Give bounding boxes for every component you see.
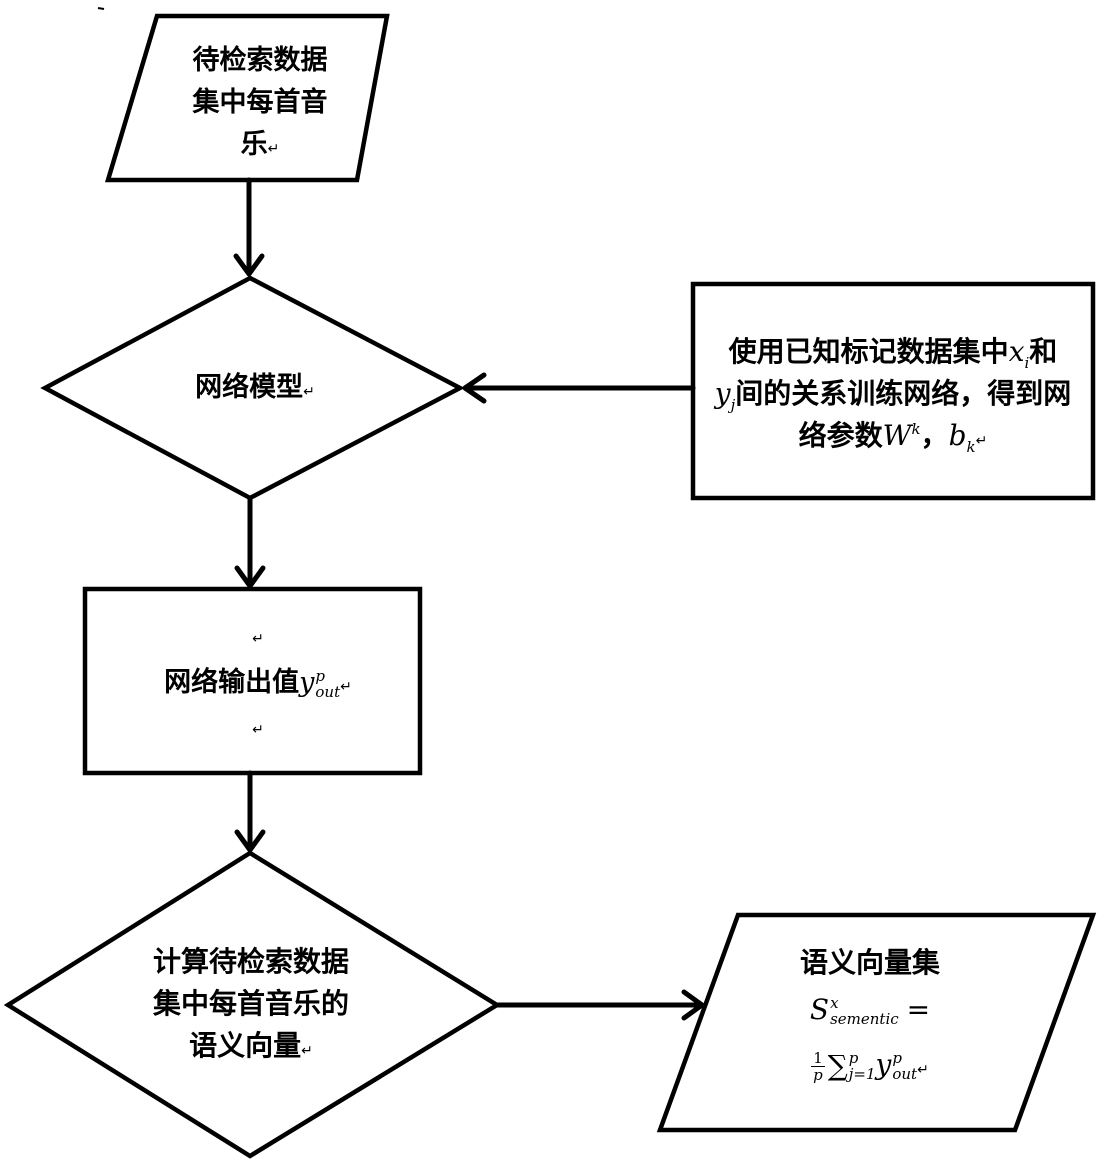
y-symbol: y [299, 667, 315, 698]
arrow-compute-to-result [494, 989, 705, 1021]
sum-symbol: ∑ [827, 1049, 848, 1082]
sum-upper: p [848, 1049, 859, 1067]
result-parallelogram [656, 912, 1097, 1133]
compute-node-line-3-text: 语义向量 [189, 1029, 302, 1062]
input-node-line-3-text: 乐 [240, 129, 268, 160]
training-line1-text: 使用已知标记数据集中 [728, 335, 1009, 368]
input-node-line-3: 乐↵ [140, 124, 380, 170]
s-superscript: x [830, 994, 839, 1012]
separator: ， [920, 419, 949, 452]
output-bottom-mark: ↵ [252, 722, 264, 738]
training-rectangle [690, 281, 1096, 501]
w-superscript: k [911, 420, 921, 438]
return-mark: ↵ [917, 1062, 929, 1078]
arrow-head [681, 989, 705, 1021]
output-top-mark: ↵ [252, 631, 264, 647]
output-rectangle [82, 586, 423, 776]
model-node-label: 网络模型 [195, 372, 304, 403]
result-title: 语义向量集 [799, 946, 940, 979]
input-node-line-2: 集中每首音 [192, 87, 328, 118]
return-mark: ↵ [267, 141, 280, 157]
training-line3-text: 络参数 [798, 419, 883, 452]
arrow-output-to-compute [234, 770, 266, 853]
y-subscript: j [730, 396, 736, 414]
sum-lower: j=1 [848, 1065, 876, 1083]
fraction-numerator: 1 [811, 1048, 825, 1067]
stray-mark [97, 7, 105, 10]
y-symbol: y [875, 1048, 892, 1081]
return-mark: ↵ [340, 679, 352, 695]
compute-node-line-1: 计算待检索数据 [152, 945, 349, 978]
arrow-head [462, 372, 487, 404]
training-line2-text: 间的关系训练网络，得到网 [735, 377, 1072, 410]
training-node-line-3: 络参数Wk，bk↵ [698, 415, 1088, 462]
y-symbol: y [714, 377, 731, 410]
output-node-label: 网络输出值 [164, 667, 300, 698]
training-node-text: 使用已知标记数据集中xi和 yj间的关系训练网络，得到网 络参数Wk，bk↵ [698, 331, 1088, 462]
return-mark: ↵ [303, 384, 315, 400]
training-node-line-1: 使用已知标记数据集中xi和 [698, 331, 1088, 373]
arrow-head [234, 565, 266, 589]
compute-diamond [3, 850, 502, 1159]
training-line1-tail: 和 [1029, 335, 1058, 368]
y-subscript: out [315, 682, 341, 701]
b-symbol: b [948, 419, 967, 452]
fraction-denominator: p [813, 1065, 823, 1084]
b-subscript: k [966, 438, 976, 456]
y-subscript: out [892, 1065, 918, 1083]
arrow-model-to-output [234, 495, 266, 589]
return-mark: ↵ [975, 433, 988, 449]
x-subscript: i [1024, 354, 1030, 372]
arrow-head [233, 253, 265, 277]
x-symbol: x [1008, 335, 1025, 368]
arrow-input-to-model [233, 177, 265, 277]
input-node-line-1: 待检索数据 [192, 45, 328, 76]
compute-node-line-3: 语义向量↵ [111, 1025, 391, 1072]
s-subscript: sementic [830, 1010, 899, 1028]
input-parallelogram [104, 13, 390, 183]
model-node-line: 网络模型↵ [135, 367, 375, 413]
return-mark: ↵ [301, 1043, 313, 1059]
arrow-head [234, 829, 266, 853]
y-superscript: p [892, 1049, 902, 1067]
input-node-text: 待检索数据 集中每首音 乐↵ [140, 40, 380, 170]
w-symbol: W [882, 419, 912, 452]
compute-node-text: 计算待检索数据 集中每首音乐的 语义向量↵ [111, 941, 391, 1072]
training-node-line-2: yj间的关系训练网络，得到网 [698, 373, 1088, 415]
compute-node-line-2: 集中每首音乐的 [152, 987, 349, 1020]
arrow-training-to-model [462, 372, 696, 404]
model-node-text: 网络模型↵ [135, 367, 375, 413]
equals-sign: = [906, 993, 931, 1026]
y-superscript: p [315, 666, 325, 685]
s-symbol: S [809, 993, 830, 1026]
